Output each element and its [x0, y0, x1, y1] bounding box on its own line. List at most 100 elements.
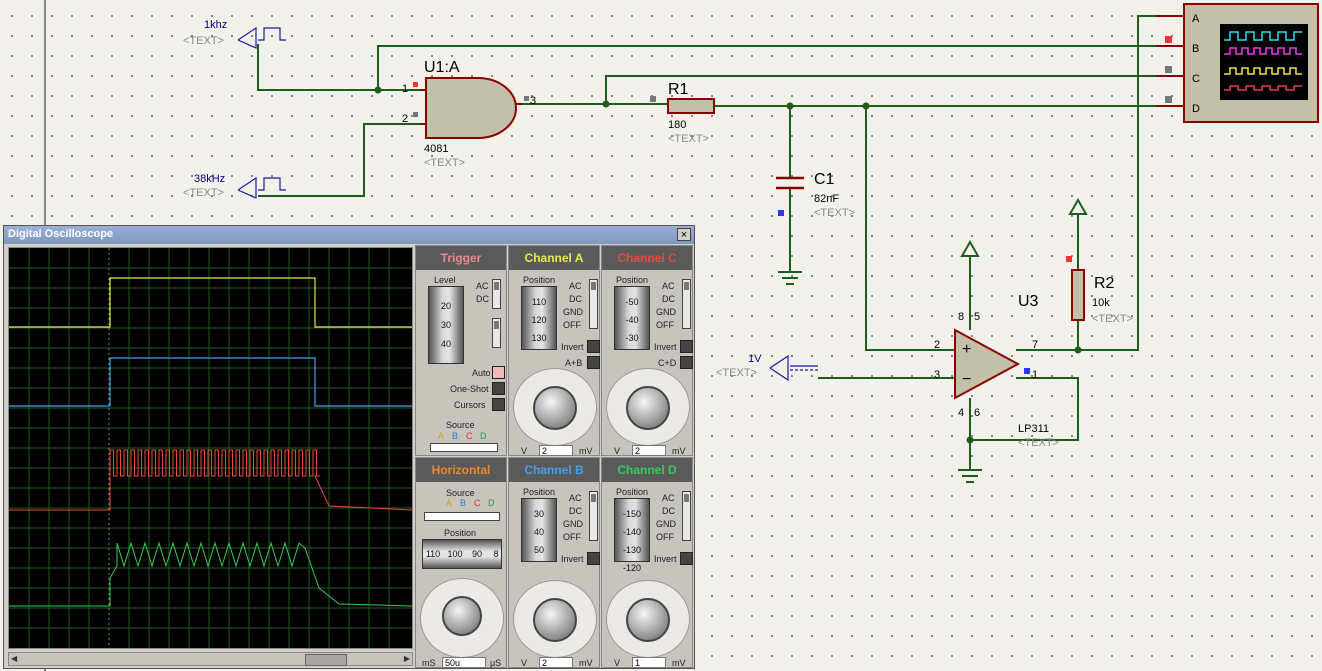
channel-c-position-drum[interactable]: -50-40-30 [614, 286, 650, 350]
channel-a-coupling-switch[interactable] [589, 279, 598, 329]
channel-d-volts-knob[interactable] [626, 598, 670, 642]
trigger-tick-30: 30 [440, 320, 451, 330]
trigger-panel: Trigger Level 20 30 40 AC DC Auto One-Sh… [415, 245, 507, 456]
channel-d-mode-gnd: GND [656, 519, 676, 529]
wire-u3-pin1 [970, 377, 1079, 441]
trigger-auto-label: Auto [472, 368, 491, 378]
scope-input-c: C [1192, 73, 1200, 85]
trigger-source-a: A [438, 431, 445, 441]
channel-d-tick: -120 [622, 563, 641, 573]
trace-channel-c [9, 449, 413, 511]
r2-value: 10k [1092, 297, 1110, 309]
channel-b-tick: 50 [533, 545, 544, 555]
oscilloscope-window[interactable]: Digital Oscilloscope × [3, 225, 695, 669]
trigger-level-label: Level [434, 275, 456, 285]
horizontal-tick-90: 90 [471, 549, 482, 559]
trigger-edge-switch[interactable] [492, 318, 501, 348]
channel-a-mode-off: OFF [563, 320, 581, 330]
trigger-source-slider[interactable] [430, 443, 498, 452]
ground-c1-icon [778, 271, 802, 285]
channel-a-mode-dc: DC [569, 294, 582, 304]
channel-b-title: Channel B [509, 458, 599, 482]
channel-d-invert-button[interactable] [680, 552, 693, 565]
channel-c-coupling-switch[interactable] [682, 279, 691, 329]
channel-b-value-field[interactable]: 2 [539, 657, 573, 668]
horizontal-position-label: Position [444, 528, 477, 538]
channel-d-position-drum[interactable]: -150-140-130-120 [614, 498, 650, 573]
horizontal-position-drum[interactable]: 110 100 90 8 [422, 539, 502, 569]
vref-text: <TEXT> [716, 367, 757, 379]
channel-b-coupling-switch[interactable] [589, 491, 598, 541]
r1-text: <TEXT> [668, 133, 709, 145]
channel-c-mode-dc: DC [662, 294, 675, 304]
timebase-knob[interactable] [442, 596, 482, 636]
close-button[interactable]: × [677, 228, 691, 241]
channel-c-sum-label: C+D [658, 358, 677, 368]
channel-d-title: Channel D [602, 458, 692, 482]
channel-d-coupling-switch[interactable] [682, 491, 691, 541]
channel-d-position-label: Position [616, 487, 649, 497]
trace-channel-b [9, 357, 412, 407]
channel-c-value-field[interactable]: 2 [632, 445, 666, 456]
scope-display[interactable] [8, 247, 413, 649]
channel-c-sum-button[interactable] [680, 356, 693, 369]
u1-pin1: 1 [402, 83, 408, 95]
channel-a-sum-button[interactable] [587, 356, 600, 369]
u3-ref: U3 [1018, 293, 1039, 310]
channel-c-unit-v: V [614, 446, 621, 456]
u1-ref: U1:A [424, 59, 460, 76]
horizontal-tick-8: 8 [493, 549, 499, 559]
channel-a-volts-knob[interactable] [533, 386, 577, 430]
trigger-ac-label: AC [476, 281, 489, 291]
trigger-oneshot-button[interactable] [492, 382, 505, 395]
trigger-level-drum[interactable]: 20 30 40 [428, 286, 464, 364]
wire-scope-c [605, 75, 1184, 104]
scroll-right-icon[interactable]: ▶ [403, 654, 410, 663]
channel-d-invert-label: Invert [654, 554, 677, 564]
vref-label: 1V [748, 353, 762, 365]
channel-d-tick: -150 [622, 509, 641, 519]
horizontal-source-slider[interactable] [424, 512, 500, 521]
channel-a-sum-label: A+B [565, 358, 583, 368]
trigger-cursors-button[interactable] [492, 398, 505, 411]
trigger-auto-button[interactable] [492, 366, 505, 379]
channel-a-value-field[interactable]: 2 [539, 445, 573, 456]
channel-d-tick: -140 [622, 527, 641, 537]
wire-gen1 [257, 44, 420, 91]
trigger-source-b: B [452, 431, 459, 441]
r2-text: <TEXT> [1092, 313, 1133, 325]
trigger-coupling-switch[interactable] [492, 279, 501, 309]
channel-b-unit-mv: mV [579, 658, 593, 668]
channel-c-volts-knob[interactable] [626, 386, 670, 430]
oscilloscope-title: Digital Oscilloscope [8, 228, 114, 240]
c1-value: 82nF [814, 193, 839, 205]
scrollbar-thumb[interactable] [305, 654, 347, 666]
scope-input-b: B [1192, 43, 1199, 55]
channel-b-tick: 40 [533, 527, 544, 537]
trigger-source-label: Source [446, 420, 475, 430]
u3-pin7: 7 [1032, 339, 1038, 351]
and-gate-u1-icon [425, 77, 517, 139]
gen2-text: <TEXT> [183, 187, 224, 199]
r2-ref: R2 [1094, 275, 1115, 292]
channel-a-position-label: Position [523, 275, 556, 285]
u3-pin6: 6 [974, 407, 980, 419]
oscilloscope-titlebar[interactable]: Digital Oscilloscope × [4, 226, 694, 244]
display-horizontal-scrollbar[interactable]: ◀ ▶ [8, 652, 413, 666]
gen1-label: 1khz [204, 19, 227, 31]
channel-b-volts-knob[interactable] [533, 598, 577, 642]
u3-pin3: 3 [934, 369, 940, 381]
scope-grid [9, 248, 412, 648]
scroll-left-icon[interactable]: ◀ [11, 654, 18, 663]
channel-d-value-field[interactable]: 1 [632, 657, 666, 668]
channel-a-invert-button[interactable] [587, 340, 600, 353]
resistor-r1-icon [667, 98, 715, 114]
channel-c-invert-button[interactable] [680, 340, 693, 353]
channel-d-unit-v: V [614, 658, 621, 668]
timebase-value-field[interactable]: 50u [442, 657, 486, 668]
channel-b-invert-button[interactable] [587, 552, 600, 565]
timebase-unit-ms: mS [422, 658, 436, 668]
